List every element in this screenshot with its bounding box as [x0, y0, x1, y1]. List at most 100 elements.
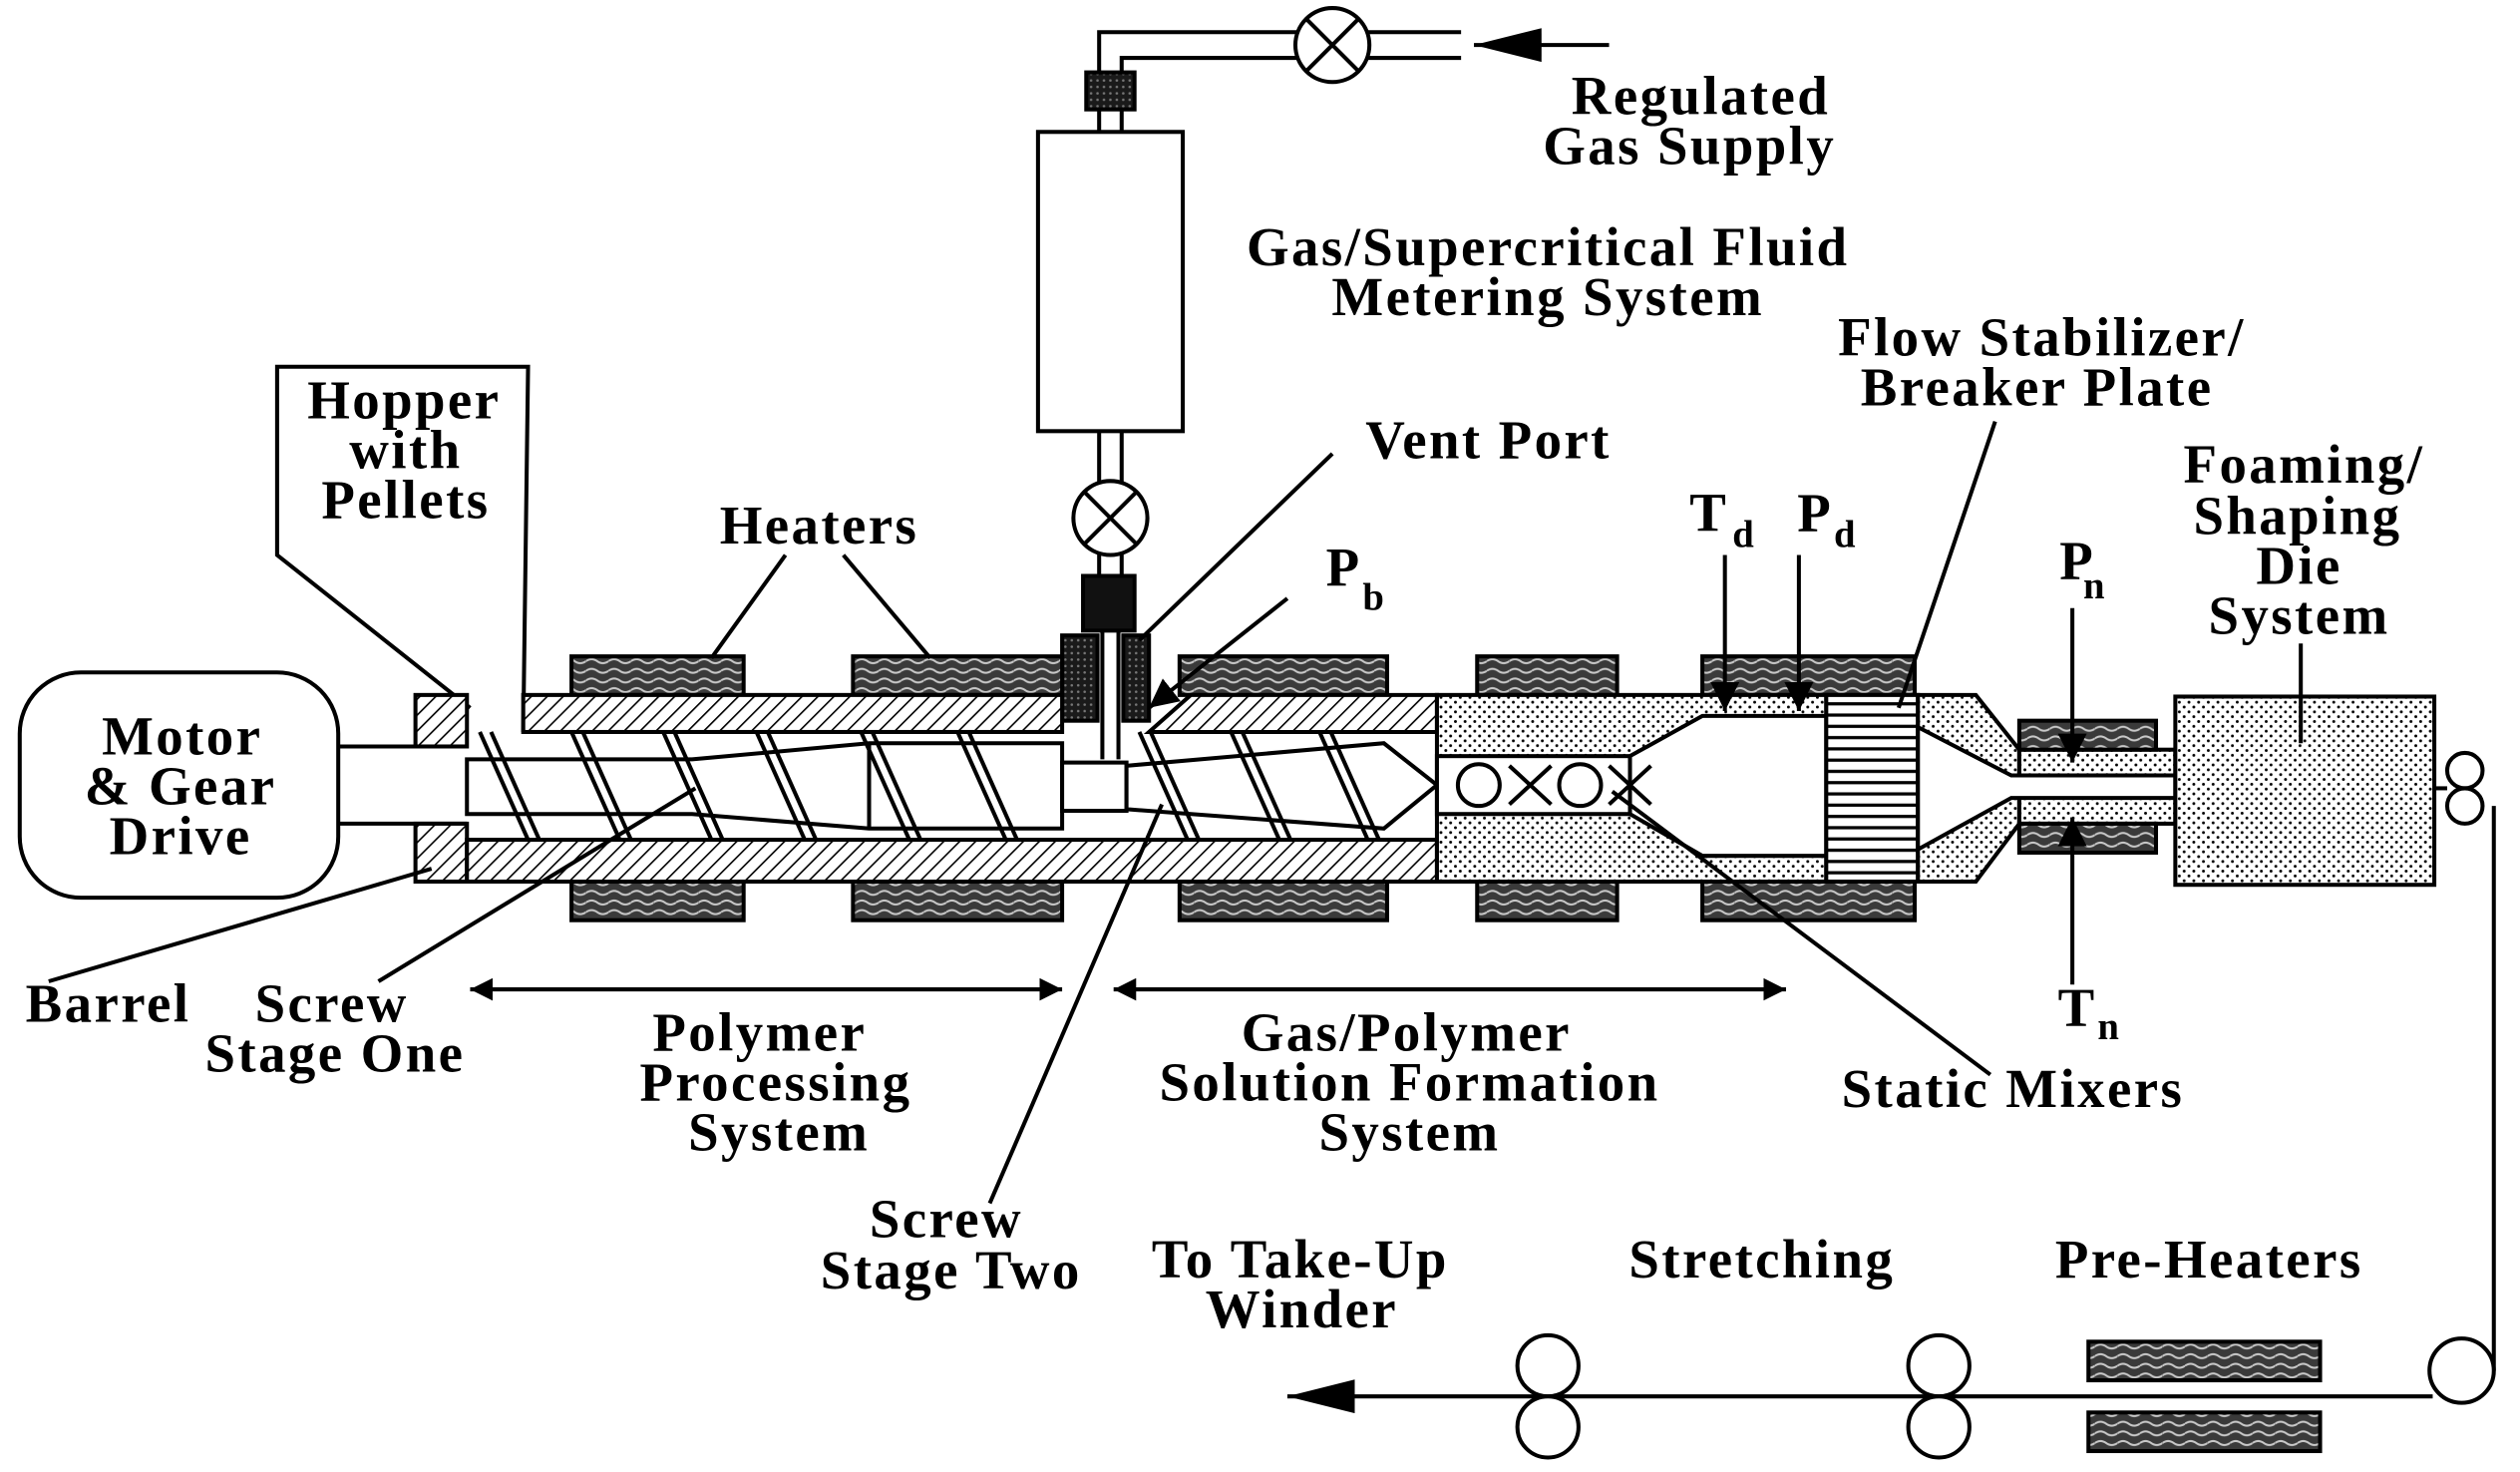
die-system-label-line-2: Shaping: [2193, 486, 2401, 547]
heaters-pointer: [842, 553, 932, 660]
screw-core-stage-one: [465, 741, 1065, 831]
foaming-shaping-die: [2173, 694, 2437, 888]
drive-shaft: [338, 744, 468, 826]
heater: [851, 879, 1065, 922]
screw-core-stage-two: [1124, 741, 1441, 831]
nozzle-heater: [2016, 821, 2159, 855]
solution-formation-label-line-2: Solution Formation: [1160, 1051, 1660, 1112]
exit-rollers: [2434, 750, 2485, 826]
motor-label-line-2: & Gear: [85, 756, 277, 817]
pb-sensor-label: Pb: [1326, 537, 1384, 618]
nozzle-heater: [2016, 718, 2159, 752]
polymer-processing-label-line-2: Processing: [639, 1051, 911, 1112]
screw: [465, 731, 1441, 841]
screw-flight: [478, 731, 541, 841]
polymer-processing-label-line-3: System: [688, 1101, 870, 1162]
pre-heaters-label: Pre-Heaters: [2055, 1229, 2363, 1289]
screw-flight: [1317, 731, 1381, 841]
stretching-label: Stretching: [1628, 1229, 1895, 1289]
hopper: [274, 364, 531, 732]
heater: [851, 654, 1065, 697]
flow-stabilizer-pointer: [1896, 420, 1997, 709]
screw-stage-two-pointer: [987, 803, 1164, 1205]
barrel-end-cap-top: [413, 692, 470, 749]
barrel-top-wall: [521, 692, 1065, 734]
vent-port-label: Vent Port: [1365, 410, 1612, 471]
flow-stabilizer-label-line-1: Flow Stabilizer/: [1838, 306, 2246, 367]
pn-sensor-label: Pn: [2059, 531, 2104, 607]
turn-roller: [2427, 1336, 2496, 1405]
supply-valve-icon: [1292, 6, 1372, 85]
upper-fitting: [1084, 70, 1137, 112]
screw-stage-two-label-line-1: Screw: [870, 1188, 1023, 1249]
polymer-processing-label-line-1: Polymer: [652, 1001, 867, 1062]
screw-stage-one-label-line-1: Screw: [255, 972, 409, 1033]
solution-formation-label-line-3: System: [1319, 1101, 1501, 1162]
gas-supply-label-line-1: Regulated: [1572, 66, 1830, 127]
heater: [1475, 879, 1620, 922]
heater: [569, 654, 746, 697]
die-system-label-line-1: Foaming/: [2184, 434, 2425, 495]
lower-fitting: [1081, 573, 1137, 633]
screw-decompression-zone: [1060, 760, 1129, 814]
flow-stabilizer-label-line-2: Breaker Plate: [1861, 357, 2214, 418]
injection-gland: [1060, 633, 1152, 723]
static-mixers-pointer: [1611, 790, 1992, 1077]
pb-sensor-arrow: [1147, 596, 1289, 710]
screw-stage-one-pointer: [377, 786, 697, 983]
heater: [569, 879, 746, 922]
heater: [1177, 879, 1389, 922]
metering-system-label-line-1: Gas/Supercritical Fluid: [1247, 216, 1849, 277]
die-system-label-line-3: Die: [2256, 536, 2341, 596]
motor-label-line-3: Drive: [110, 806, 252, 867]
screw-flight: [859, 731, 922, 841]
static-mixers: [1455, 762, 1652, 809]
take-up-winder-label-line-2: Winder: [1206, 1279, 1398, 1339]
motor-box: [17, 670, 341, 901]
static-mixer-element: [1455, 762, 1502, 809]
static-mixer-element: [1557, 762, 1604, 809]
screw-flight: [754, 731, 819, 841]
pre-heater-boxes: [2086, 1339, 2323, 1454]
metering-pipe-upper: [1097, 109, 1124, 133]
solution-formation-label-line-1: Gas/Polymer: [1242, 1001, 1572, 1062]
heater: [1700, 654, 1918, 697]
metering-cylinder: [1035, 130, 1186, 434]
stretching-rollers: [1515, 1332, 1972, 1460]
barrel-bottom-wall: [465, 838, 1439, 885]
hopper-label-line-3: Pellets: [321, 469, 490, 530]
static-mixer-element: [1508, 764, 1553, 807]
gas-supply-line: [1097, 30, 1462, 73]
heater: [1177, 654, 1389, 697]
heaters-pointer: [709, 553, 788, 659]
static-mixers-label: Static Mixers: [1842, 1058, 2185, 1119]
barrel-label: Barrel: [26, 972, 191, 1033]
screw-flight: [661, 731, 725, 841]
heaters-label: Heaters: [720, 495, 919, 555]
gas-supply-label-line-2: Gas Supply: [1543, 116, 1836, 177]
barrel-pointer: [48, 867, 433, 983]
screw-flight: [1137, 731, 1202, 841]
breaker-plate: [1824, 692, 1921, 885]
screw-stage-two-label-line-2: Stage Two: [821, 1240, 1082, 1300]
hopper-label-line-2: with: [349, 419, 462, 480]
die-system-label-line-4: System: [2209, 585, 2390, 646]
motor-label-line-1: Motor: [102, 706, 262, 767]
injection-needle: [1100, 630, 1121, 760]
vent-port-pointer: [1138, 452, 1334, 642]
hopper-label-line-1: Hopper: [307, 369, 501, 430]
screw-flight: [1229, 731, 1292, 841]
screw-flight: [955, 731, 1019, 841]
metering-valve-icon: [1071, 479, 1150, 557]
metering-system-label-line-2: Metering System: [1331, 266, 1764, 327]
screw-stage-one-label-line-2: Stage One: [205, 1022, 466, 1083]
metering-pipe-lower: [1097, 431, 1124, 576]
barrel-top-wall: [1143, 692, 1439, 734]
screw-flight: [569, 731, 633, 841]
static-mixer-element: [1608, 764, 1652, 807]
heater: [1475, 654, 1620, 697]
